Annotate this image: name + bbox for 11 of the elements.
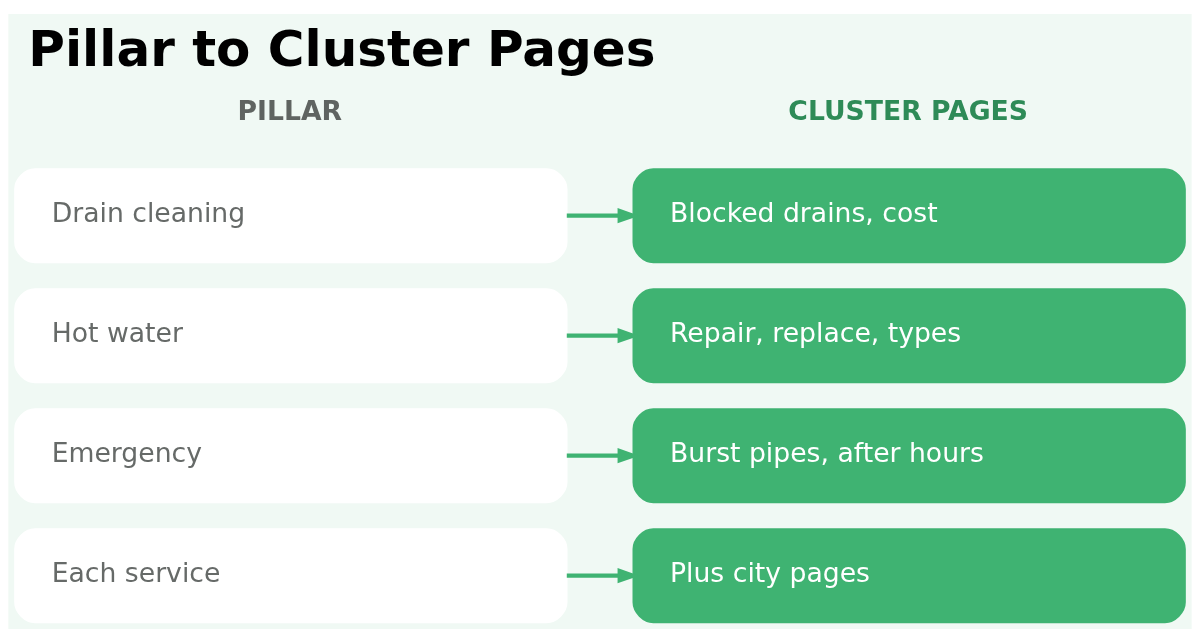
node-box: Repair, replace, types	[632, 287, 1186, 383]
node-box: Hot water	[14, 287, 568, 383]
node-box: Plus city pages	[632, 527, 1186, 623]
node-box: Drain cleaning	[14, 167, 568, 263]
node-box: Blocked drains, cost	[632, 167, 1186, 263]
node-box: Emergency	[14, 407, 568, 503]
node-box: Each service	[14, 527, 568, 623]
node-box: Burst pipes, after hours	[632, 407, 1186, 503]
label: CLUSTER PAGES	[788, 94, 1028, 126]
label: PILLAR	[237, 94, 343, 126]
diagram-title: Pillar to Cluster Pages	[28, 19, 656, 78]
